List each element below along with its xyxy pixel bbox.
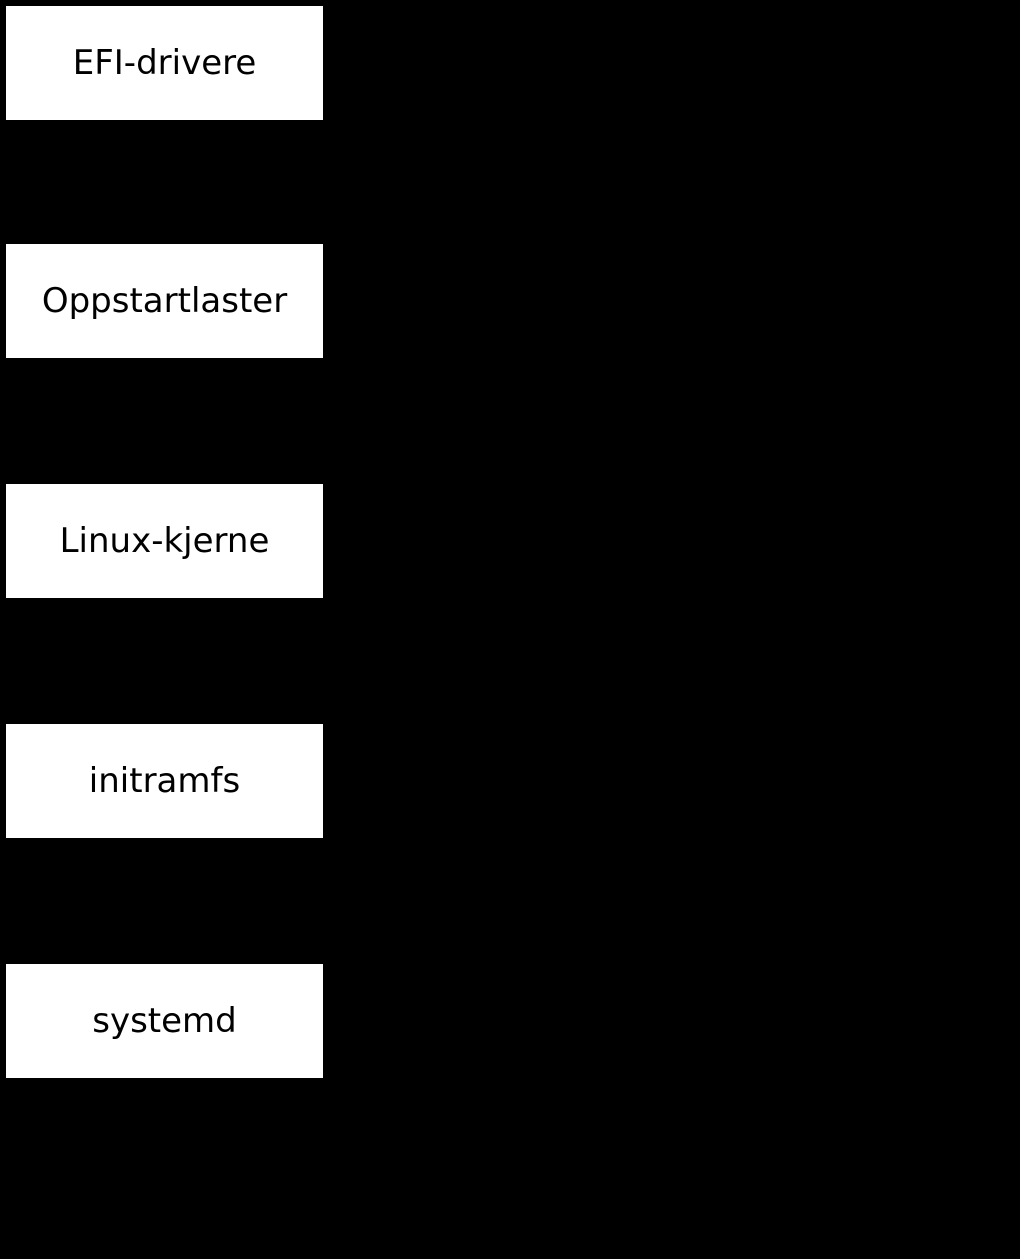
stage-label: Linux-kjerne [59, 521, 270, 561]
stage-box-linux-kjerne: Linux-kjerne [6, 484, 323, 598]
stage-box-systemd: systemd [6, 964, 323, 1078]
stage-box-oppstartlaster: Oppstartlaster [6, 244, 323, 358]
stage-label: EFI-drivere [72, 43, 257, 83]
stage-box-initramfs: initramfs [6, 724, 323, 838]
stage-label: systemd [92, 1001, 237, 1041]
stage-box-efi-drivere: EFI-drivere [6, 6, 323, 120]
stage-label: Oppstartlaster [41, 281, 288, 321]
stage-label: initramfs [88, 761, 241, 801]
